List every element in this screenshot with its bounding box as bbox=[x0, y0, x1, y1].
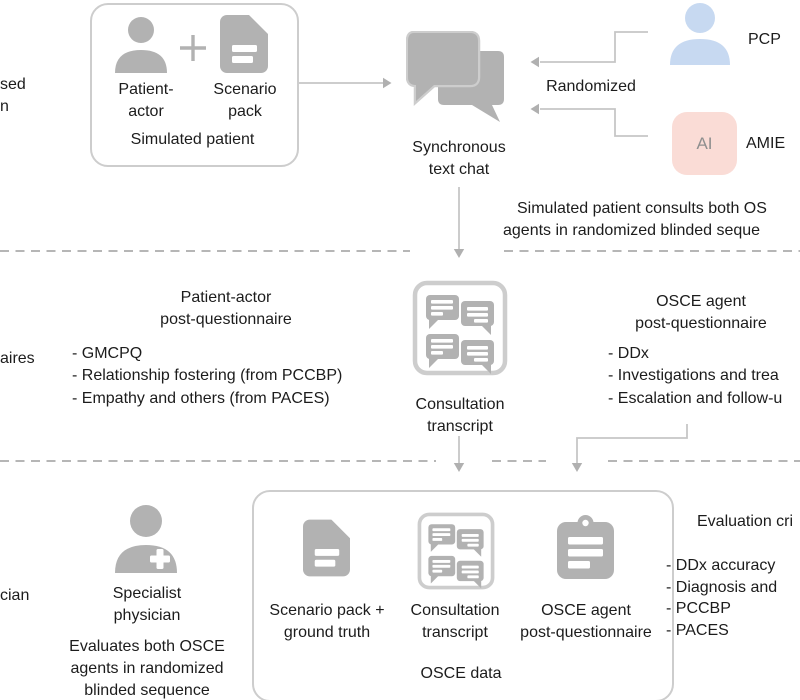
osce-data-item-questionnaire: OSCE agent post-questionnaire bbox=[520, 602, 652, 641]
osce-questionnaire-title: OSCE agent post-questionnaire bbox=[635, 293, 767, 332]
scenario-pack-document-icon bbox=[220, 15, 268, 73]
pcp-label: PCP bbox=[748, 31, 781, 48]
patient-actor-label: Patient- actor bbox=[118, 81, 174, 120]
patient-actor-person-icon bbox=[115, 17, 167, 73]
arrowhead-down-icon bbox=[453, 463, 465, 472]
patient-questionnaire-title: Patient-actor post-questionnaire bbox=[160, 289, 292, 328]
specialist-physician-icon bbox=[115, 505, 177, 573]
synchronous-chat-label: Synchronous text chat bbox=[412, 139, 506, 178]
pcp-person-icon bbox=[670, 3, 730, 65]
osce-data-item-transcript: Consultation transcript bbox=[410, 602, 500, 641]
consult-note-line1: Simulated patient consults both OS bbox=[517, 200, 767, 217]
chat-bubbles-icon bbox=[406, 31, 504, 122]
list-item: - DDx accuracy bbox=[666, 557, 776, 574]
consultation-transcript-label: Consultation transcript bbox=[415, 396, 505, 435]
randomized-label: Randomized bbox=[546, 78, 636, 95]
left-label-fragment: cian bbox=[0, 587, 30, 604]
consultation-transcript-icon bbox=[412, 280, 508, 376]
list-item: - Escalation and follow-u bbox=[608, 389, 783, 407]
evaluation-criteria-title: Evaluation cri bbox=[697, 513, 794, 530]
arrowhead-down-icon bbox=[571, 463, 583, 472]
amie-ai-chip: AI bbox=[672, 112, 737, 175]
list-item: - Relationship fostering (from PCCBP) bbox=[72, 367, 343, 385]
line-questionnaire-to-osce-data bbox=[576, 424, 688, 464]
evaluation-criteria-items: - DDx accuracy - Diagnosis and - PCCBP -… bbox=[666, 555, 777, 641]
left-label-fragment: aires bbox=[0, 350, 35, 367]
arrowhead-left-icon bbox=[530, 56, 539, 68]
consultation-transcript-icon bbox=[417, 512, 495, 590]
amie-label: AMIE bbox=[746, 135, 786, 152]
arrowhead-right-icon bbox=[383, 77, 392, 89]
ai-badge: AI bbox=[696, 133, 713, 153]
osce-data-caption: OSCE data bbox=[420, 665, 502, 682]
specialist-physician-label: Specialist physician bbox=[112, 585, 182, 624]
list-item: - DDx bbox=[608, 345, 649, 362]
arrowhead-down-icon bbox=[453, 249, 465, 258]
consult-note-line2: agents in randomized blinded seque bbox=[503, 222, 761, 239]
plus-icon bbox=[180, 35, 206, 61]
list-item: - PACES bbox=[666, 621, 729, 639]
patient-questionnaire-items: - GMCPQ - Relationship fostering (from P… bbox=[72, 343, 342, 410]
list-item: - GMCPQ bbox=[72, 345, 143, 362]
line-amie-to-chat bbox=[540, 108, 648, 137]
simulated-patient-caption: Simulated patient bbox=[130, 131, 255, 148]
arrowhead-left-icon bbox=[530, 103, 539, 115]
scenario-pack-label: Scenario pack bbox=[213, 81, 277, 120]
line-pcp-to-chat bbox=[540, 31, 648, 63]
list-item: - Investigations and trea bbox=[608, 367, 779, 385]
osce-questionnaire-items: - DDx - Investigations and trea - Escala… bbox=[608, 343, 782, 410]
left-label-fragment: n bbox=[0, 98, 9, 115]
list-item: - Empathy and others (from PACES) bbox=[72, 389, 330, 407]
specialist-evaluates-note: Evaluates both OSCE agents in randomized… bbox=[69, 638, 225, 699]
scenario-pack-document-icon bbox=[303, 519, 350, 577]
clipboard-icon bbox=[557, 515, 614, 579]
list-item: - PCCBP bbox=[666, 600, 731, 617]
osce-data-item-scenario: Scenario pack + ground truth bbox=[269, 602, 385, 641]
list-item: - Diagnosis and bbox=[666, 578, 778, 596]
left-label-fragment: sed bbox=[0, 76, 26, 93]
